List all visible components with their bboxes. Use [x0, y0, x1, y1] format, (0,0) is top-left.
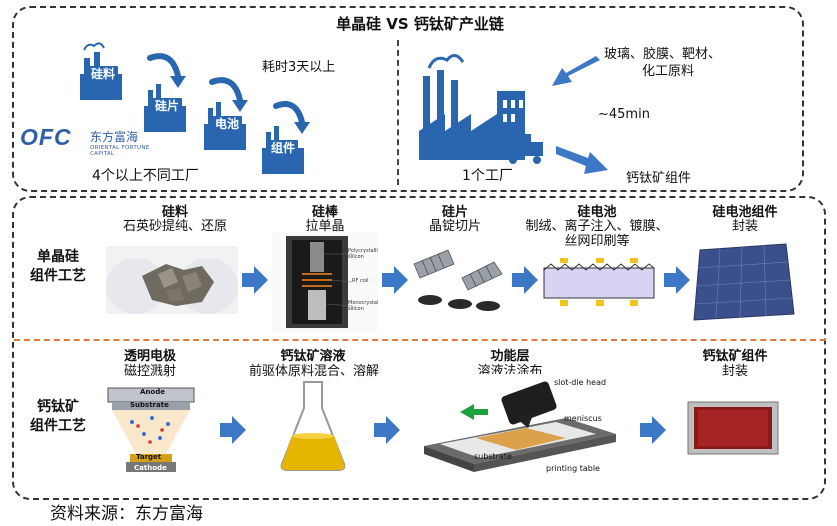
perovskite-step-desc: 封装 [721, 364, 748, 379]
ofc-logo-cn: 东方富海 [90, 130, 139, 144]
silicon-time-note: 耗时3天以上 [262, 60, 336, 75]
curved-arrow-icon [147, 53, 305, 125]
solar-cell-image [540, 254, 658, 310]
sputter-annotation-substrate: Substrate [130, 401, 169, 409]
ofc-logo: OFC 东方富海 ORIENTAL FORTUNE CAPITAL [20, 124, 170, 157]
ingot-annotation: RF coil [352, 278, 369, 284]
factory-tag-cell: 电池 [212, 116, 243, 132]
perovskite-step-title: 透明电极 [123, 349, 176, 364]
output-arrow-icon [556, 146, 608, 174]
perovskite-output-label: 钙钛矿组件 [626, 171, 692, 186]
sputter-annotation-anode: Anode [140, 388, 165, 396]
ingot-annotation: Polycrystalline silicon [348, 248, 378, 260]
arrowhead-icon [170, 76, 310, 134]
ingot-annotation: Monocrystalline silicon [348, 300, 378, 312]
silicon-step-title: 硅棒 [311, 205, 338, 220]
perovskite-step-desc: 磁控溅射 [123, 364, 176, 379]
perovskite-step-title: 钙钛矿溶液 [280, 349, 346, 364]
silicon-step-title: 硅电池组件 [712, 205, 778, 220]
process-divider [14, 339, 826, 341]
perovskite-step-title: 功能层 [490, 349, 530, 364]
coating-annotation: meniscus [564, 414, 602, 423]
silicon-step-title: 硅电池 [577, 205, 617, 220]
input-arrow-icon [552, 56, 600, 86]
perovskite-row-label: 钙钛矿 组件工艺 [18, 398, 98, 436]
perovskite-factory-caption: 1个工厂 [462, 168, 513, 184]
perovskite-solution-flask-image [278, 378, 348, 472]
wafer-slicing-image [408, 244, 508, 320]
silicon-step-desc: 封装 [731, 219, 758, 234]
process-comparison-box [12, 196, 826, 500]
factory-tag-silicon-material: 硅料 [88, 66, 119, 82]
arrow-right-icon [242, 266, 268, 294]
sputter-annotation-cathode: Cathode [134, 464, 167, 472]
perovskite-module-image [686, 400, 780, 456]
ofc-logo-en: ORIENTAL FORTUNE CAPITAL [90, 145, 150, 157]
arrow-right-icon [640, 416, 666, 444]
silicon-step-desc-2: 丝网印刷等 [564, 234, 630, 249]
factory-tag-module: 组件 [268, 140, 299, 156]
silicon-step-desc: 拉单晶 [305, 219, 345, 234]
perovskite-row-label-line1: 钙钛矿 [37, 399, 79, 415]
silicon-row-label-line2: 组件工艺 [30, 268, 86, 284]
perovskite-materials-line2: 化工原料 [642, 64, 695, 79]
silicon-step-title: 硅料 [161, 205, 188, 220]
coating-annotation: printing table [546, 464, 600, 473]
silicon-row-label: 单晶硅 组件工艺 [18, 248, 98, 286]
perovskite-row-label-line2: 组件工艺 [30, 418, 86, 434]
diagram-title: 单晶硅 VS 钙钛矿产业链 [336, 15, 504, 33]
perovskite-time-note: ~45min [598, 107, 650, 122]
arrow-right-icon [220, 416, 246, 444]
ofc-logo-abbr: OFC [20, 124, 72, 150]
silicon-material-image [106, 246, 238, 314]
silicon-step-desc: 石英砂提纯、还原 [122, 219, 227, 234]
top-comparison-box [12, 6, 804, 192]
factory-tag-wafer: 硅片 [152, 98, 183, 114]
silicon-factory-caption: 4个以上不同工厂 [92, 168, 199, 184]
arrow-right-icon [382, 266, 408, 294]
silicon-step-title: 硅片 [441, 205, 468, 220]
coating-annotation: substrate [474, 452, 512, 461]
silicon-row-label-line1: 单晶硅 [37, 249, 79, 265]
source-note: 资料来源：东方富海 [50, 504, 203, 524]
sputtering-image: Anode Substrate Target Cathode [102, 378, 200, 478]
perovskite-step-title: 钙钛矿组件 [702, 349, 768, 364]
silicon-step-desc: 晶锭切片 [428, 219, 481, 234]
silicon-module-image [690, 240, 800, 324]
silicon-ingot-image: Polycrystalline silicon RF coil Monocrys… [272, 232, 378, 332]
arrow-right-icon [664, 266, 690, 294]
slot-die-coating-image: slot-die head meniscus substrate printin… [416, 374, 630, 482]
arrow-right-icon [374, 416, 400, 444]
single-factory-graphic [419, 54, 543, 164]
top-divider [397, 40, 399, 185]
factory-chain-graphic [80, 42, 310, 174]
silicon-step-desc: 制绒、离子注入、镀膜、 [525, 219, 669, 234]
sputter-annotation-target: Target [136, 453, 162, 461]
coating-annotation: slot-die head [554, 378, 607, 387]
perovskite-step-desc: 前驱体原料混合、溶解 [248, 364, 379, 379]
arrow-right-icon [512, 266, 538, 294]
perovskite-materials-line1: 玻璃、胶膜、靶材、 [604, 47, 722, 62]
